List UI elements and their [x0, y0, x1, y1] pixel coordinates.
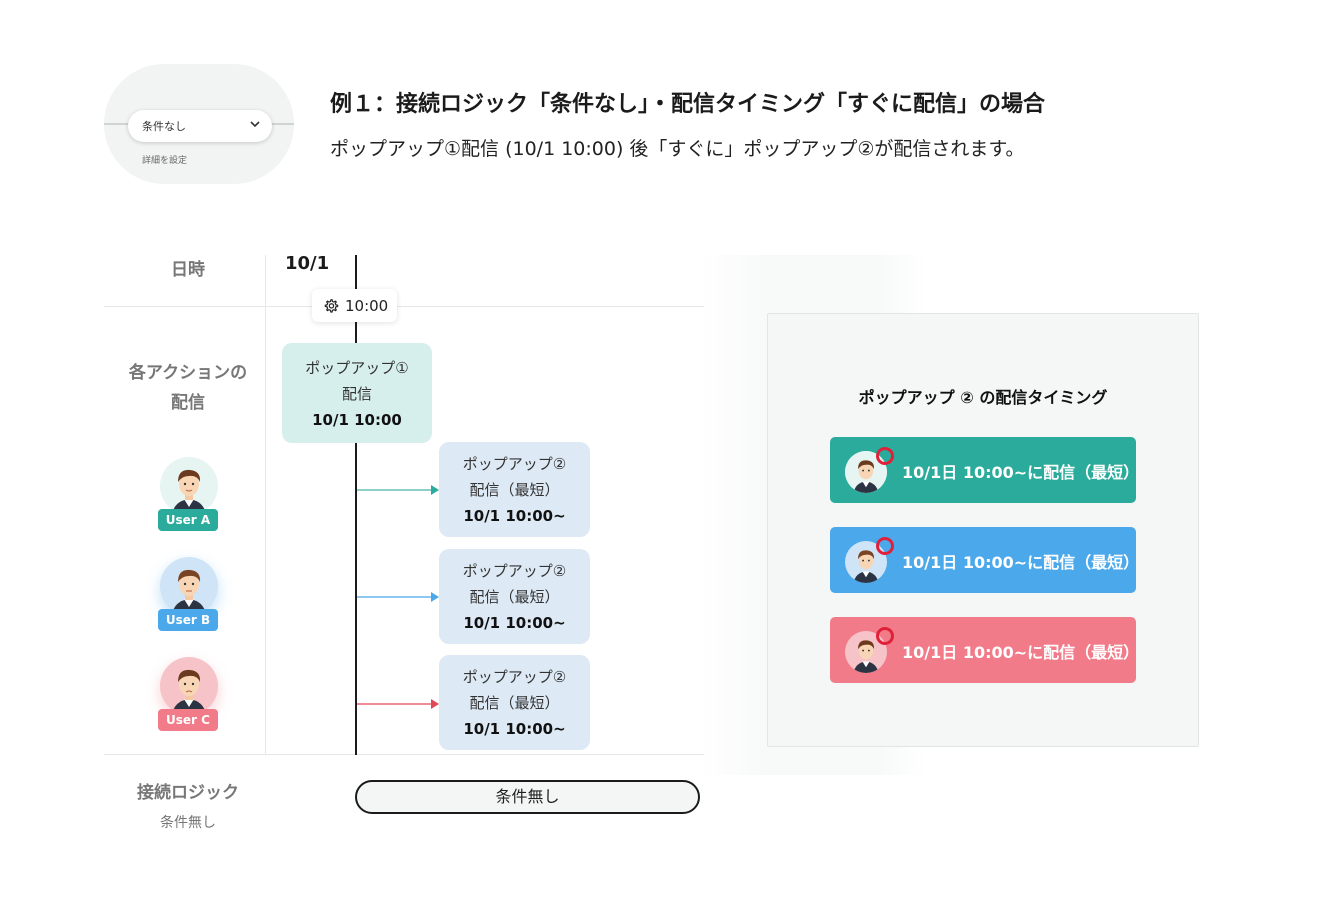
condition-select[interactable]: 条件なし [128, 110, 272, 142]
page-subtitle: ポップアップ①配信 (10/1 10:00) 後「すぐに」ポップアップ②が配信さ… [330, 138, 1025, 160]
user-a: User A [158, 457, 229, 531]
user-b: User B [158, 557, 229, 631]
card-line3: 10/1 10:00~ [463, 614, 566, 632]
timing-item-text: 10/1日 10:00~に配信（最短） [902, 463, 1140, 482]
popup1-card: ポップアップ① 配信 10/1 10:00 [282, 343, 432, 443]
page-title: 例１：接続ロジック「条件なし」・配信タイミング「すぐに配信」の場合 [330, 92, 1046, 117]
arrow-user-a [357, 485, 439, 495]
datetime-label: 日時 [171, 260, 205, 280]
action-delivery-label: 各アクションの 配信 [104, 358, 272, 418]
grid-line [104, 306, 704, 307]
check-circle-icon [876, 627, 894, 645]
user-c: User C [158, 657, 229, 731]
popup2-card-user-c: ポップアップ② 配信（最短） 10/1 10:00~ [439, 655, 590, 750]
check-circle-icon [876, 537, 894, 555]
card-line2: 配信（最短） [469, 588, 560, 606]
arrow-user-b [357, 592, 439, 602]
timing-item-user-c: 10/1日 10:00~に配信（最短） [830, 617, 1140, 683]
timing-item-user-b: 10/1日 10:00~に配信（最短） [830, 527, 1140, 593]
avatar [160, 457, 218, 515]
card-line2: 配信（最短） [469, 481, 560, 499]
time-badge: 10:00 [312, 289, 397, 322]
card-line3: 10/1 10:00~ [463, 507, 566, 525]
user-tag: User B [158, 609, 218, 631]
avatar [160, 557, 218, 615]
settings-thumbnail: 条件なし 詳細を設定 [104, 64, 294, 184]
date-label: 10/1 [285, 253, 330, 274]
avatar [160, 657, 218, 715]
logic-value-pill: 条件無し [355, 780, 700, 814]
card-line2: 配信 [341, 385, 372, 403]
timing-item-text: 10/1日 10:00~に配信（最短） [902, 643, 1140, 662]
card-line1: ポップアップ② [462, 562, 567, 580]
person-icon [172, 669, 206, 715]
card-line1: ポップアップ② [462, 455, 567, 473]
condition-select-value: 条件なし [142, 120, 186, 133]
card-line1: ポップアップ② [462, 668, 567, 686]
action-delivery-label-line2: 配信 [171, 393, 205, 413]
time-axis [355, 255, 357, 755]
logic-sub: 条件無し [160, 815, 216, 831]
gear-icon [324, 299, 339, 313]
avatar [845, 451, 887, 493]
arrow-user-c [357, 699, 439, 709]
check-circle-icon [876, 447, 894, 465]
user-tag: User C [158, 709, 218, 731]
grid-line [265, 255, 266, 755]
timing-panel-title: ポップアップ ② の配信タイミング [858, 388, 1108, 407]
card-line1: ポップアップ① [305, 359, 409, 377]
person-icon [172, 569, 206, 615]
user-tag: User A [158, 509, 218, 531]
card-line3: 10/1 10:00~ [463, 720, 566, 738]
timing-item-user-a: 10/1日 10:00~に配信（最短） [830, 437, 1140, 503]
card-line3: 10/1 10:00 [312, 411, 402, 429]
person-icon [172, 469, 206, 515]
card-line2: 配信（最短） [469, 694, 560, 712]
popup2-card-user-b: ポップアップ② 配信（最短） 10/1 10:00~ [439, 549, 590, 644]
logic-label: 接続ロジック [137, 783, 239, 803]
timing-item-text: 10/1日 10:00~に配信（最短） [902, 553, 1140, 572]
detail-settings-link[interactable]: 詳細を設定 [142, 156, 188, 166]
chevron-down-icon [250, 121, 260, 128]
time-badge-value: 10:00 [345, 297, 389, 315]
grid-line [104, 754, 704, 755]
action-delivery-label-line1: 各アクションの [128, 363, 248, 383]
popup2-card-user-a: ポップアップ② 配信（最短） 10/1 10:00~ [439, 442, 590, 537]
